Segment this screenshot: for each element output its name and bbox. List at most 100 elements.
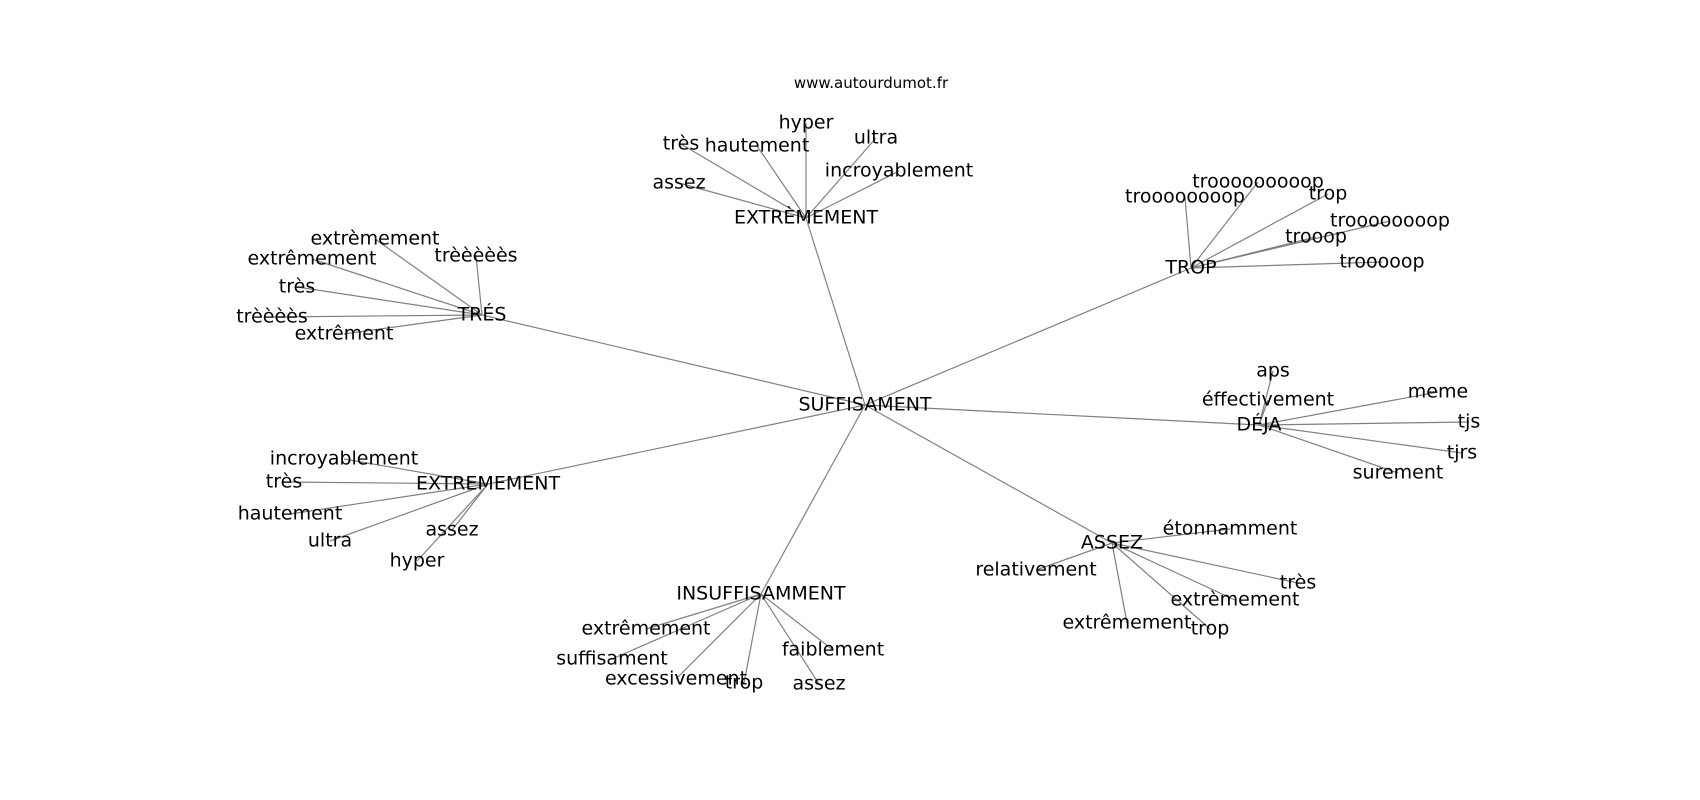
leaf-node-trop-trooooop-5: trooooop bbox=[1339, 251, 1424, 273]
edge-deja-tjs-3 bbox=[1258, 421, 1470, 426]
edge-insuffisamment-suffisament-1 bbox=[611, 593, 762, 660]
leaf-node-assez-extremement-3: extrèmement bbox=[1170, 589, 1299, 611]
leaf-node-tres-treeees-4: trèèèès bbox=[236, 306, 308, 328]
branch-node-tres: TRÉS bbox=[457, 303, 507, 326]
graph-labels: SUFFISAMENTTRÉSextrèmementtrèèèèèsextrêm… bbox=[236, 112, 1480, 695]
leaf-node-insuffisamment-trop-4: trop bbox=[725, 672, 764, 694]
leaf-node-assez-trop-5: trop bbox=[1191, 618, 1230, 640]
leaf-node-trop-trop-2: trop bbox=[1309, 183, 1348, 205]
edge-insuffisamment-assez-5 bbox=[760, 593, 820, 685]
edge-center-assez bbox=[864, 404, 1113, 544]
leaf-node-extremement-incroyablement-0: incroyablement bbox=[270, 448, 418, 470]
leaf-node-deja-aps-0: aps bbox=[1256, 360, 1290, 382]
leaf-node-extremement-tres-2: très bbox=[663, 133, 699, 155]
leaf-node-trop-troooooooop-3: troooooooop bbox=[1330, 210, 1450, 232]
edge-insuffisamment-excessivement-3 bbox=[675, 593, 762, 680]
branch-node-deja: DÉJA bbox=[1237, 413, 1282, 436]
leaf-node-tres-tres-3: très bbox=[279, 276, 315, 298]
leaf-node-assez-etonnamment-0: étonnamment bbox=[1163, 518, 1298, 540]
edge-tres-extremement-0 bbox=[374, 238, 483, 316]
branch-node-trop: TROP bbox=[1164, 257, 1216, 279]
leaf-node-tres-extremement-2: extrêmement bbox=[247, 248, 376, 270]
leaf-node-extremement-hautement-3: hautement bbox=[705, 135, 810, 157]
edge-trop-trop-2 bbox=[1190, 193, 1329, 269]
leaf-node-deja-tjs-3: tjs bbox=[1458, 411, 1481, 433]
center-node: SUFFISAMENT bbox=[798, 394, 931, 416]
edge-assez-etonnamment-0 bbox=[1111, 528, 1231, 544]
branch-node-extremement: EXTRÈMEMENT bbox=[734, 206, 879, 229]
edge-center-tres bbox=[481, 314, 866, 406]
leaf-node-assez-tres-2: très bbox=[1280, 572, 1316, 594]
edge-extremement-ultra-1 bbox=[805, 137, 877, 219]
edge-assez-tres-2 bbox=[1111, 542, 1299, 584]
edge-deja-aps-0 bbox=[1258, 370, 1274, 426]
leaf-node-extremement-hautement-2: hautement bbox=[238, 503, 343, 525]
leaf-node-extremement-ultra-4: ultra bbox=[308, 530, 352, 552]
leaf-node-tres-extremement-0: extrèmement bbox=[310, 228, 439, 250]
edge-insuffisamment-faiblement-2 bbox=[760, 593, 834, 651]
edge-trop-trooop-4 bbox=[1190, 236, 1317, 269]
edge-deja-effectivement-1 bbox=[1258, 399, 1269, 426]
edge-extremement-tres-2 bbox=[680, 143, 807, 219]
edge-trop-trooooooooop-0 bbox=[1190, 181, 1259, 269]
edge-center-trop bbox=[864, 267, 1192, 406]
edge-tres-extremement-2 bbox=[311, 258, 483, 316]
leaf-node-extremement-assez-3: assez bbox=[425, 519, 478, 541]
leaf-node-deja-meme-2: meme bbox=[1408, 381, 1468, 403]
edge-extremement-incroyablement-4 bbox=[805, 170, 900, 219]
edge-trop-trooooop-5 bbox=[1190, 261, 1383, 269]
leaf-node-extremement-ultra-1: ultra bbox=[854, 127, 898, 149]
edge-extremement-ultra-4 bbox=[329, 483, 489, 542]
edge-assez-extremement-3 bbox=[1111, 542, 1236, 601]
edge-tres-extrement-5 bbox=[343, 314, 483, 335]
leaf-node-insuffisamment-excessivement-3: excessivement bbox=[605, 668, 747, 690]
source-credit: www.autourdumot.fr bbox=[794, 74, 949, 92]
leaf-node-assez-relativement-1: relativement bbox=[975, 559, 1096, 581]
leaf-node-extremement-incroyablement-4: incroyablement bbox=[825, 160, 973, 182]
leaf-node-deja-tjrs-4: tjrs bbox=[1447, 442, 1477, 464]
edge-tres-treeeees-1 bbox=[475, 255, 483, 316]
edge-trop-troooooooop-1 bbox=[1184, 196, 1192, 269]
leaf-node-extremement-hyper-0: hyper bbox=[779, 112, 834, 134]
leaf-node-trop-troooooooop-1: troooooooop bbox=[1125, 186, 1245, 208]
edge-extremement-assez-3 bbox=[451, 483, 489, 531]
edge-extremement-hyper-5 bbox=[416, 483, 489, 562]
leaf-node-insuffisamment-suffisament-1: suffisament bbox=[556, 648, 668, 670]
graph-edges bbox=[271, 123, 1470, 685]
leaf-node-deja-surement-5: surement bbox=[1353, 462, 1444, 484]
leaf-node-trop-trooop-4: trooop bbox=[1285, 226, 1347, 248]
edge-tres-tres-3 bbox=[296, 286, 483, 316]
edge-assez-relativement-1 bbox=[1035, 542, 1113, 571]
leaf-node-deja-effectivement-1: éffectivement bbox=[1202, 389, 1334, 411]
branch-node-extremement: EXTREMEMENT bbox=[416, 473, 561, 495]
leaf-node-trop-trooooooooop-0: trooooooooop bbox=[1192, 171, 1324, 193]
leaf-node-insuffisamment-assez-5: assez bbox=[792, 673, 845, 695]
edge-extremement-hautement-3 bbox=[756, 145, 807, 219]
edge-center-deja bbox=[864, 404, 1260, 426]
edge-assez-trop-5 bbox=[1111, 542, 1211, 630]
edge-extremement-tres-1 bbox=[283, 481, 489, 485]
edge-deja-tjrs-4 bbox=[1258, 424, 1463, 454]
edge-assez-extremement-4 bbox=[1111, 542, 1128, 624]
leaf-node-extremement-tres-1: très bbox=[266, 471, 302, 493]
branch-node-assez: ASSEZ bbox=[1081, 532, 1143, 554]
leaf-node-assez-extremement-4: extrêmement bbox=[1062, 612, 1191, 634]
edge-center-insuffisamment bbox=[760, 404, 866, 595]
leaf-node-insuffisamment-faiblement-2: faiblement bbox=[782, 639, 884, 661]
leaf-node-tres-extrement-5: extrêment bbox=[295, 323, 394, 345]
leaf-node-extremement-assez-5: assez bbox=[652, 172, 705, 194]
edge-tres-treeees-4 bbox=[271, 314, 483, 318]
edge-insuffisamment-trop-4 bbox=[743, 593, 762, 684]
leaf-node-insuffisamment-extremement-0: extrêmement bbox=[581, 618, 710, 640]
edge-extremement-incroyablement-0 bbox=[343, 458, 489, 485]
edge-deja-meme-2 bbox=[1258, 391, 1439, 426]
edge-extremement-hautement-2 bbox=[289, 483, 489, 515]
edge-extremement-assez-5 bbox=[678, 182, 807, 219]
branch-node-insuffisamment: INSUFFISAMMENT bbox=[676, 583, 846, 605]
edge-deja-surement-5 bbox=[1258, 424, 1399, 474]
leaf-node-extremement-hyper-5: hyper bbox=[390, 550, 445, 572]
leaf-node-tres-treeeees-1: trèèèèès bbox=[434, 245, 517, 267]
edge-center-extremement bbox=[805, 217, 866, 406]
edge-insuffisamment-extremement-0 bbox=[645, 593, 762, 630]
